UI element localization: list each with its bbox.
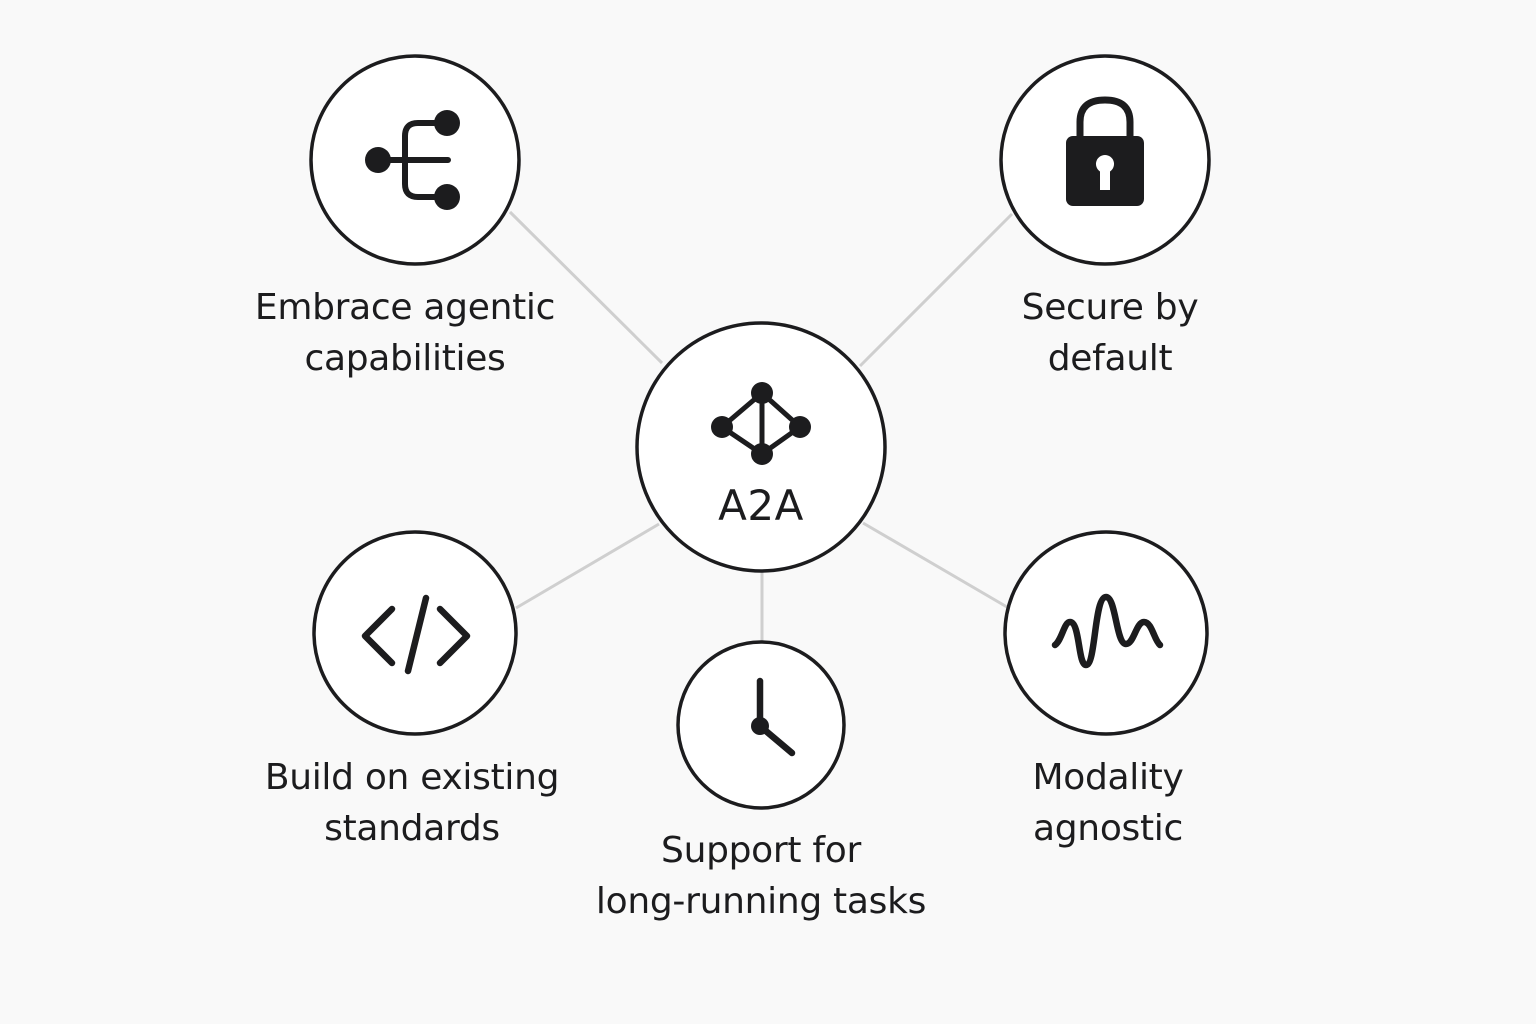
node-agentic [309,54,521,266]
node-secure [999,54,1211,266]
label-agentic-line-2: capabilities [304,338,506,379]
node-long-running [676,640,846,810]
label-modality-line-2: agnostic [1032,808,1184,849]
label-standards-line-1: Build on existing [264,757,560,798]
label-long-running: Support for long-running tasks [556,825,966,927]
connector-modality [862,521,1008,609]
node-modality [1003,530,1209,736]
label-long-running-line-2: long-running tasks [595,881,927,922]
center-node [635,321,887,573]
label-modality: Modality agnostic [958,752,1258,854]
clock-icon [751,677,796,757]
label-long-running-line-1: Support for [661,830,861,871]
node-standards [312,530,518,736]
branch-tree-icon [365,110,460,210]
network-graph-icon [711,382,811,465]
waveform-icon [1051,593,1164,669]
center-title: A2A [718,481,804,530]
code-brackets-icon [361,594,471,675]
padlock-icon [1066,96,1144,206]
label-modality-line-1: Modality [1032,757,1184,798]
label-secure-line-1: Secure by [1021,287,1199,328]
label-standards-line-2: standards [324,808,500,849]
connector-secure [858,212,1014,368]
label-standards: Build on existing standards [222,752,602,854]
label-agentic-line-1: Embrace agentic [254,287,556,328]
label-secure-line-2: default [1047,338,1173,379]
connector-agentic [508,210,664,365]
connector-standards [515,522,660,610]
label-secure: Secure by default [960,282,1260,384]
label-agentic: Embrace agentic capabilities [215,282,595,384]
